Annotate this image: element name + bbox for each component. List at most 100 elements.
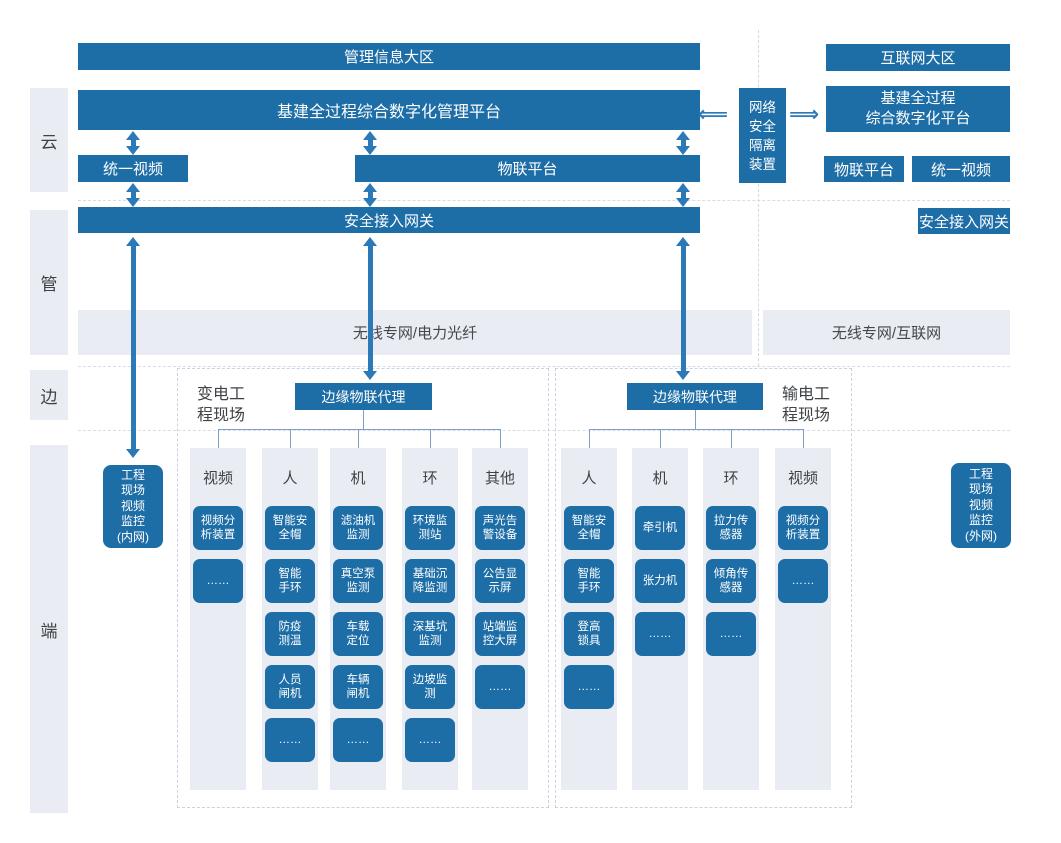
device-box: 声光告 警设备 xyxy=(475,506,525,550)
digital-management-platform-bar: 基建全过程综合数字化管理平台 xyxy=(78,90,700,130)
arrow-platform-iot-right-icon xyxy=(676,131,690,155)
device-box: 智能 手环 xyxy=(265,559,315,603)
arrow-platform-iot-left-icon xyxy=(363,131,377,155)
device-box: 视频分 析装置 xyxy=(193,506,243,550)
transmission-site-group xyxy=(555,368,852,808)
substation-column-environment: 环 环境监 测站 基础沉 降监测 深基坑 监测 边坡监 测 …… xyxy=(402,448,458,790)
divider-edge-terminal xyxy=(78,430,1010,431)
network-isolation-device: 网络 安全 隔离 装置 xyxy=(739,88,786,183)
column-header: 人 xyxy=(581,469,597,487)
arrow-gateway-transmission-agent-icon xyxy=(676,237,690,380)
divider-internal-internet xyxy=(758,30,759,366)
transmission-column-machine: 机 牵引机 张力机 …… xyxy=(632,448,688,790)
column-header: 视频 xyxy=(787,469,818,487)
connector-line xyxy=(660,429,661,448)
device-box: 真空泵 监测 xyxy=(333,559,383,603)
security-gateway-internet-bar: 安全接入网关 xyxy=(918,208,1010,234)
device-box: 站端监 控大屏 xyxy=(475,612,525,656)
layer-label-edge: 边 xyxy=(30,370,68,420)
transmission-column-person: 人 智能安 全帽 智能 手环 登高 锁具 …… xyxy=(561,448,617,790)
device-box: …… xyxy=(193,559,243,603)
connector-line xyxy=(290,429,291,448)
device-box: 牵引机 xyxy=(635,506,685,550)
transmission-site-label: 输电工 程现场 xyxy=(782,386,831,424)
isolation-right-arrow-icon: ⟹ xyxy=(789,103,820,126)
device-box: 倾角传 感器 xyxy=(706,559,756,603)
substation-site-group xyxy=(177,368,549,808)
video-monitor-internal-box: 工程 现场 视频 监控 (内网) xyxy=(103,465,163,548)
network-band-internet: 无线专网/互联网 xyxy=(763,310,1010,355)
column-header: 环 xyxy=(723,469,739,487)
unified-video-internet-bar: 统一视频 xyxy=(912,156,1010,182)
device-box: 登高 锁具 xyxy=(564,612,614,656)
layer-label-pipe: 管 xyxy=(30,210,68,355)
column-header: 人 xyxy=(282,469,298,487)
substation-column-machine: 机 滤油机 监测 真空泵 监测 车载 定位 车辆 闸机 …… xyxy=(330,448,386,790)
iot-platform-internet-bar: 物联平台 xyxy=(824,156,904,182)
device-box: 边坡监 测 xyxy=(405,665,455,709)
isolation-left-arrow-icon: ⟸ xyxy=(698,103,729,126)
transmission-column-video: 视频 视频分 析装置 …… xyxy=(775,448,831,790)
connector-line xyxy=(803,429,804,448)
connector-line xyxy=(358,429,359,448)
column-header: 环 xyxy=(422,469,438,487)
device-box: 防疫 测温 xyxy=(265,612,315,656)
device-box: 公告显 示屏 xyxy=(475,559,525,603)
connector-line xyxy=(695,410,696,429)
substation-column-video: 视频 视频分 析装置 …… xyxy=(190,448,246,790)
device-box: …… xyxy=(706,612,756,656)
device-box: 环境监 测站 xyxy=(405,506,455,550)
connector-line xyxy=(218,429,501,430)
device-box: 滤油机 监测 xyxy=(333,506,383,550)
transmission-column-environment: 环 拉力传 感器 倾角传 感器 …… xyxy=(703,448,759,790)
device-box: …… xyxy=(265,718,315,762)
device-box: 车载 定位 xyxy=(333,612,383,656)
arrow-gateway-substation-agent-icon xyxy=(363,237,377,380)
connector-line xyxy=(589,429,803,430)
substation-site-label: 变电工 程现场 xyxy=(197,386,246,424)
device-box: …… xyxy=(778,559,828,603)
device-box: 拉力传 感器 xyxy=(706,506,756,550)
device-box: 人员 闸机 xyxy=(265,665,315,709)
device-box: …… xyxy=(333,718,383,762)
network-band-internal: 无线专网/电力光纤 xyxy=(78,310,752,355)
column-header: 机 xyxy=(350,469,366,487)
connector-line xyxy=(218,429,219,448)
layer-label-cloud: 云 xyxy=(30,88,68,192)
connector-line xyxy=(430,429,431,448)
arrow-video-gateway-icon xyxy=(126,183,140,207)
connector-line xyxy=(731,429,732,448)
column-header: 其他 xyxy=(484,469,515,487)
device-box: 智能 手环 xyxy=(564,559,614,603)
connector-line xyxy=(363,410,364,429)
connector-line xyxy=(589,429,590,448)
substation-column-other: 其他 声光告 警设备 公告显 示屏 站端监 控大屏 …… xyxy=(472,448,528,790)
arrow-gateway-video-monitor-icon xyxy=(126,237,140,458)
device-box: 张力机 xyxy=(635,559,685,603)
video-monitor-external-box: 工程 现场 视频 监控 (外网) xyxy=(951,463,1011,548)
edge-iot-agent-transmission: 边缘物联代理 xyxy=(627,383,763,410)
substation-column-person: 人 智能安 全帽 智能 手环 防疫 测温 人员 闸机 …… xyxy=(262,448,318,790)
arrow-iot-gateway-left-icon xyxy=(363,183,377,207)
edge-iot-agent-substation: 边缘物联代理 xyxy=(295,383,432,410)
device-box: …… xyxy=(475,665,525,709)
device-box: …… xyxy=(405,718,455,762)
arrow-platform-video-icon xyxy=(126,131,140,155)
column-header: 机 xyxy=(652,469,668,487)
device-box: 车辆 闸机 xyxy=(333,665,383,709)
device-box: 基础沉 降监测 xyxy=(405,559,455,603)
divider-pipe-edge xyxy=(78,366,1010,367)
device-box: 深基坑 监测 xyxy=(405,612,455,656)
device-box: 视频分 析装置 xyxy=(778,506,828,550)
device-box: …… xyxy=(564,665,614,709)
arrow-iot-gateway-right-icon xyxy=(676,183,690,207)
layer-label-terminal: 端 xyxy=(30,445,68,813)
management-zone-bar: 管理信息大区 xyxy=(78,43,700,70)
device-box: 智能安 全帽 xyxy=(265,506,315,550)
security-gateway-internal-bar: 安全接入网关 xyxy=(78,207,700,233)
connector-line xyxy=(500,429,501,448)
unified-video-internal-bar: 统一视频 xyxy=(78,155,188,182)
device-box: 智能安 全帽 xyxy=(564,506,614,550)
device-box: …… xyxy=(635,612,685,656)
